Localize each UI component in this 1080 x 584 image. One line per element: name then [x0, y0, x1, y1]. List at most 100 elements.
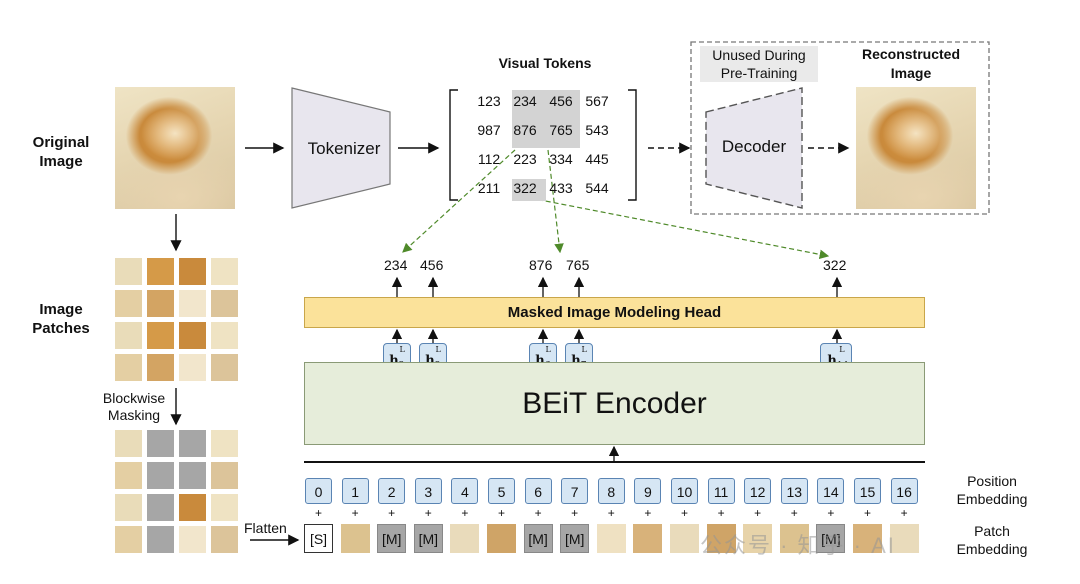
image-patch	[115, 258, 142, 285]
output-token-322: 322	[823, 257, 847, 273]
decoder-shape	[705, 87, 803, 209]
visual-token: 334	[549, 151, 573, 167]
masked-patch	[147, 526, 174, 553]
patch-embedding	[743, 524, 773, 553]
plus-sign: +	[863, 506, 871, 520]
position-3: 3	[414, 478, 442, 504]
patch-embedding	[853, 524, 882, 553]
plus-sign: +	[790, 506, 798, 520]
visual-token: 445	[585, 151, 609, 167]
patch-embedding	[450, 524, 480, 553]
image-patch	[179, 526, 206, 553]
patch-embedding	[596, 524, 626, 553]
beit-encoder: BEiT Encoder	[304, 362, 925, 445]
visual-token: 567	[585, 93, 609, 109]
plus-sign: +	[717, 506, 725, 520]
image-patch	[179, 494, 206, 521]
beit-encoder-label: BEiT Encoder	[522, 387, 707, 420]
patch-embedding	[487, 524, 516, 553]
image-patch	[211, 258, 238, 285]
image-patch	[115, 462, 142, 489]
visual-token: 322	[513, 180, 537, 196]
plus-sign: +	[900, 506, 908, 520]
decoder-label: Decoder	[721, 137, 787, 156]
original-image	[115, 87, 235, 209]
position-embedding-label: Position Embedding	[956, 473, 1028, 507]
plus-sign: +	[680, 506, 688, 520]
visual-token: 211	[477, 180, 501, 196]
patch-embedding	[633, 524, 663, 553]
watermark: 公众号 · 知乎 · AI	[700, 533, 896, 558]
visual-token: 456	[549, 93, 573, 109]
position-6: 6	[524, 478, 552, 504]
patch-embedding	[670, 524, 699, 553]
image-patch	[211, 322, 238, 349]
position-9: 9	[634, 478, 662, 504]
token-highlight-1	[512, 90, 580, 148]
mask-token: [M]	[560, 524, 590, 553]
plus-sign: +	[424, 506, 432, 520]
plus-sign: +	[827, 506, 835, 520]
visual-token: 112	[477, 151, 501, 167]
visual-token: 876	[513, 122, 537, 138]
output-token-456: 456	[420, 257, 444, 273]
mask-token: [M]	[816, 524, 846, 553]
position-12: 12	[744, 478, 772, 504]
unused-label: Unused During Pre-Training	[700, 46, 818, 82]
plus-sign: +	[314, 506, 322, 520]
plus-sign: +	[644, 506, 652, 520]
tokenizer-label: Tokenizer	[307, 139, 381, 158]
token-bracket-left	[449, 89, 458, 201]
original-image-label: Original Image	[32, 134, 90, 170]
mask-token: [M]	[377, 524, 407, 553]
tokenizer-shape	[291, 87, 391, 209]
flatten-label: Flatten	[244, 520, 287, 536]
image-patch	[211, 430, 238, 457]
plus-sign: +	[534, 506, 542, 520]
patch-embedding	[706, 524, 736, 553]
mask-token: [M]	[523, 524, 553, 553]
position-5: 5	[488, 478, 515, 504]
output-token-765: 765	[566, 257, 590, 273]
image-patch	[179, 322, 206, 349]
special-token: [S]	[304, 524, 333, 553]
image-patch	[115, 526, 142, 553]
image-patch	[115, 430, 142, 457]
plus-sign: +	[388, 506, 396, 520]
visual-token: 123	[477, 93, 501, 109]
visual-token: 234	[513, 93, 537, 109]
masked-patch	[147, 430, 174, 457]
visual-token: 433	[549, 180, 573, 196]
patch-embedding	[340, 524, 370, 553]
image-patch	[147, 290, 174, 317]
image-patch	[115, 494, 142, 521]
position-4: 4	[451, 478, 479, 504]
position-2: 2	[378, 478, 406, 504]
image-patch	[179, 354, 206, 381]
green-arrow-234	[402, 149, 516, 253]
image-patch	[147, 322, 174, 349]
plus-sign: +	[607, 506, 615, 520]
patch-embedding	[889, 524, 919, 553]
image-patch	[211, 290, 238, 317]
image-patch	[115, 290, 142, 317]
image-patch	[147, 258, 174, 285]
mask-token: [M]	[413, 524, 443, 553]
position-13: 13	[780, 478, 808, 504]
plus-sign: +	[754, 506, 762, 520]
plus-sign: +	[351, 506, 359, 520]
masked-patch-grid	[115, 430, 239, 554]
mim-head: Masked Image Modeling Head	[304, 297, 925, 328]
visual-token: 987	[477, 122, 501, 138]
token-highlight-2	[512, 179, 546, 201]
image-patch	[179, 290, 206, 317]
reconstructed-image	[856, 87, 976, 209]
visual-token: 223	[513, 151, 537, 167]
patch-grid	[115, 258, 239, 382]
visual-token: 765	[549, 122, 573, 138]
image-patch	[147, 354, 174, 381]
position-11: 11	[707, 478, 735, 504]
position-14: 14	[817, 478, 845, 504]
